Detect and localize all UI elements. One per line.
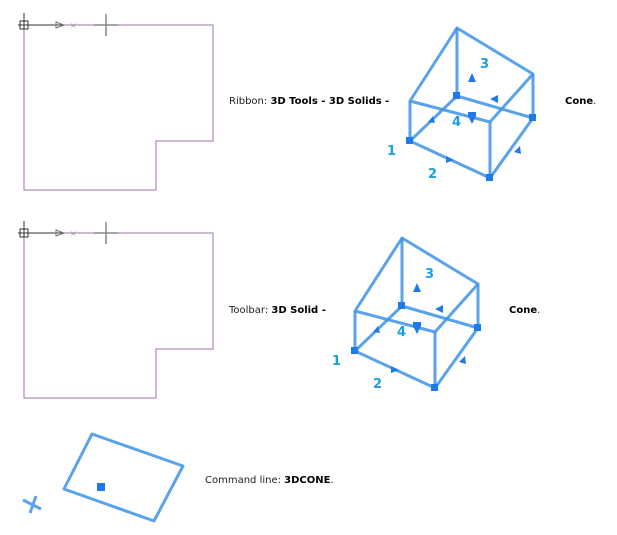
- svg-text:›: ›: [211, 21, 214, 30]
- grip-label-1: 1: [387, 144, 396, 159]
- arrow-icon: [55, 21, 66, 29]
- l-shape-drawing-1: × ›: [18, 13, 214, 191]
- toolbar-instruction: Toolbar: 3D Solid -: [229, 305, 326, 316]
- grip-label-4: 4: [397, 325, 406, 340]
- toolbar-prefix: Toolbar:: [229, 305, 272, 316]
- center-grip: [97, 483, 105, 491]
- grip-label-4: 4: [452, 115, 461, 130]
- cross-cursor-icon: [22, 495, 42, 514]
- l-shape-drawing-2: × ›: [18, 221, 214, 399]
- grip-markers: [406, 73, 536, 181]
- cone-label: Cone: [565, 96, 594, 107]
- svg-text:›: ›: [211, 229, 214, 238]
- grip-label-2: 2: [373, 377, 382, 392]
- ribbon-prefix: Ribbon:: [229, 96, 271, 107]
- toolbar-path: 3D Solid -: [271, 305, 326, 316]
- svg-text:×: ×: [70, 21, 77, 30]
- ribbon-instruction: Ribbon: 3D Tools - 3D Solids -: [229, 96, 389, 107]
- period: .: [330, 475, 334, 486]
- command-prefix: Command line:: [205, 475, 285, 486]
- command-name: 3DCONE: [284, 475, 331, 486]
- grip-label-2: 2: [428, 167, 437, 182]
- svg-text:×: ×: [70, 229, 77, 238]
- grip-label-3: 3: [480, 57, 489, 72]
- ribbon-cone-label: Cone.: [565, 96, 596, 107]
- grip-label-3: 3: [425, 267, 434, 282]
- toolbar-cone-label: Cone.: [509, 305, 540, 316]
- grip-label-1: 1: [332, 354, 341, 369]
- cube-grip-diagram-1: 1 2 3 4: [387, 26, 536, 182]
- cube-grip-diagram-2: 1 2 3 4: [332, 236, 481, 392]
- arrow-icon: [55, 229, 66, 237]
- period: .: [537, 305, 541, 316]
- period: .: [593, 96, 597, 107]
- command-line-instruction: Command line: 3DCONE.: [205, 475, 334, 486]
- rectangle-base-diagram: [22, 432, 185, 523]
- ribbon-path: 3D Tools - 3D Solids -: [270, 96, 390, 107]
- cone-label: Cone: [509, 305, 538, 316]
